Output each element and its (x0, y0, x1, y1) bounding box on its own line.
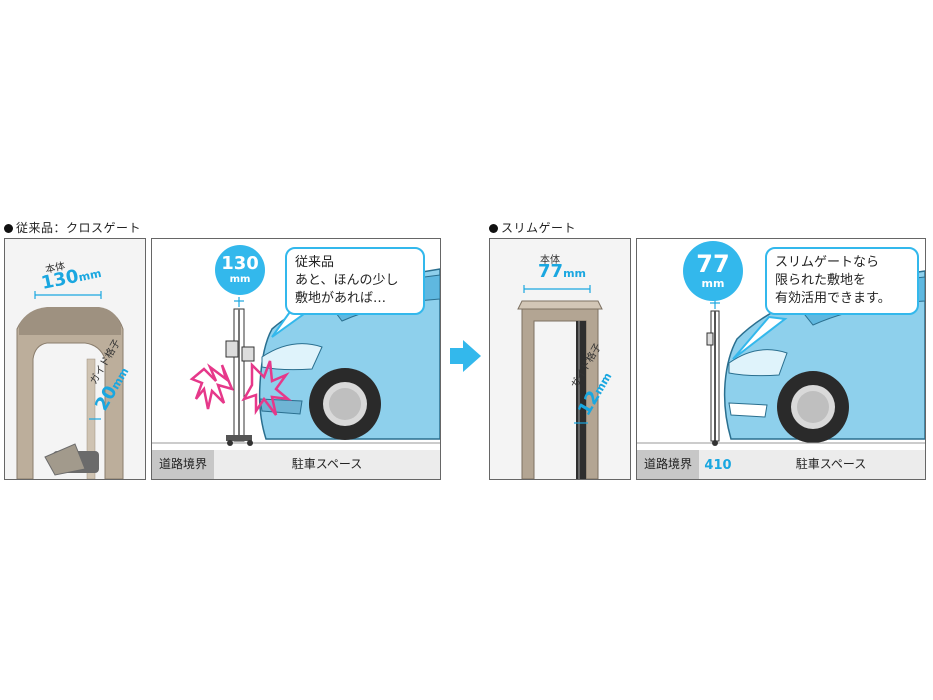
impact-mark-left (189, 363, 235, 410)
cross-gate-closeup (16, 291, 124, 479)
right-ground-label-bar: 道路境界 410 駐車スペース (637, 450, 925, 479)
left-speech-bubble: 従来品 あと、ほんの少し 敷地があれば… (285, 247, 425, 315)
right-boundary-label: 道路境界 (637, 450, 699, 479)
right-bubble-line3: 有効活用できます。 (775, 291, 891, 306)
right-gap-value: 410 (704, 458, 732, 473)
left-title-text: 従来品：クロスゲート (16, 221, 142, 235)
right-body-unit: mm (563, 267, 586, 280)
left-ground-label-bar: 道路境界 駐車スペース (152, 450, 440, 479)
left-bubble-line2: あと、ほんの少し (295, 273, 399, 288)
right-body-value: 77 (538, 261, 564, 282)
bullet-icon (489, 224, 498, 233)
right-detail-panel: 本体 77mm ガイド格子 12mm (489, 238, 631, 480)
left-detail-panel: 本体 130mm ガイド格子 20mm (4, 238, 146, 480)
arrow-right-icon (450, 340, 481, 372)
left-bubble-line3: 敷地があれば… (295, 291, 387, 306)
left-scene-panel: 130 mm 従来品 あと、ほんの少し 敷地があれば… 道路境界 駐車スペース (151, 238, 441, 480)
left-bubble-line1: 従来品 (295, 255, 335, 270)
right-bubble-line1: スリムゲートなら (775, 255, 880, 270)
right-circle-unit: mm (701, 277, 725, 290)
right-speech-bubble: スリムゲートなら 限られた敷地を 有効活用できます。 (765, 247, 919, 315)
left-boundary-label: 道路境界 (152, 450, 214, 479)
left-section-title: 従来品：クロスゲート (4, 219, 141, 236)
impact-mark-right (241, 360, 293, 416)
slim-gate-closeup (517, 285, 603, 479)
right-body-label: 本体 (540, 255, 560, 266)
right-parking-label: 駐車スペース (795, 457, 867, 471)
left-body-unit: mm (77, 266, 103, 285)
bullet-icon (4, 224, 13, 233)
right-section-title: スリムゲート (489, 219, 576, 236)
right-bubble-line2: 限られた敷地を (775, 273, 867, 288)
right-title-text: スリムゲート (501, 221, 577, 235)
right-width-circle: 77 mm (683, 241, 743, 301)
left-circle-unit: mm (229, 274, 251, 285)
left-width-circle: 130 mm (215, 245, 265, 295)
left-parking-label: 駐車スペース (291, 457, 363, 471)
right-scene-panel: 77 mm スリムゲートなら 限られた敷地を 有効活用できます。 道路境界 41… (636, 238, 926, 480)
right-body-dimension: 77mm (538, 261, 586, 282)
left-circle-value: 130 (221, 253, 259, 274)
right-circle-value: 77 (696, 250, 730, 278)
